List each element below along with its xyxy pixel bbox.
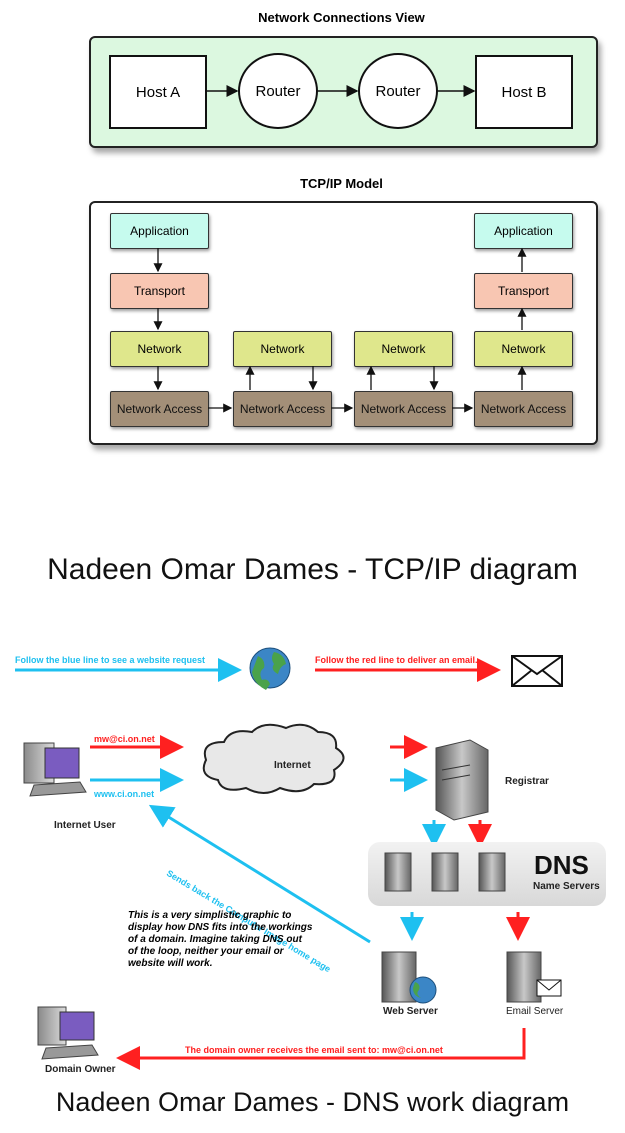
- web-server-label: Web Server: [383, 1006, 438, 1017]
- dns-server-icon-2: [431, 852, 459, 892]
- domain-owner-label: Domain Owner: [45, 1064, 116, 1075]
- router1-network-label: Network: [260, 342, 305, 356]
- router2-network-label: Network: [381, 342, 426, 356]
- globe-icon: [249, 647, 291, 690]
- sends-back-arrow: [148, 804, 371, 944]
- caption-dns: Nadeen Omar Dames - DNS work diagram: [55, 1087, 570, 1117]
- left-network-label: Network: [137, 342, 182, 356]
- owner-receives-text: The domain owner receives the email sent…: [185, 1045, 443, 1055]
- right-network-label: Network: [501, 342, 546, 356]
- left-application-label: Application: [130, 224, 189, 238]
- dns-note: This is a very simplistic graphic to dis…: [128, 910, 313, 969]
- router-1-label: Router: [255, 82, 301, 100]
- dns-subtitle: Name Servers: [533, 881, 600, 892]
- tcp-model-title: TCP/IP Model: [300, 176, 383, 191]
- left-transport-label: Transport: [134, 284, 185, 298]
- email-server-label: Email Server: [506, 1006, 564, 1017]
- right-transport: Transport: [474, 273, 573, 309]
- right-application-label: Application: [494, 224, 553, 238]
- dns-server-icon-3: [478, 852, 506, 892]
- registrar-server-icon: [435, 739, 489, 821]
- host-b-label: Host B: [501, 83, 547, 101]
- router-2-label: Router: [375, 82, 421, 100]
- router1-network-access-label: Network Access: [239, 402, 326, 416]
- blue-instruction-text: Follow the blue line to see a website re…: [15, 655, 206, 665]
- caption-tcp-ip: Nadeen Omar Dames - TCP/IP diagram: [47, 553, 578, 586]
- envelope-icon: [511, 655, 563, 687]
- owner-red-arrow: [116, 1028, 526, 1070]
- dns-servers-overlay: [384, 852, 506, 892]
- right-transport-label: Transport: [498, 284, 549, 298]
- dns-title: DNS: [534, 850, 589, 880]
- right-network-access: Network Access: [474, 391, 573, 427]
- email-server-icon: [506, 951, 562, 1003]
- router2-network-access-label: Network Access: [360, 402, 447, 416]
- internet-user-computer-icon: [23, 742, 87, 797]
- host-a: Host A: [109, 55, 207, 129]
- internet-label: Internet: [274, 760, 311, 771]
- domain-owner-computer-icon: [37, 1006, 99, 1060]
- right-network-access-label: Network Access: [480, 402, 567, 416]
- left-transport: Transport: [110, 273, 209, 309]
- router-1: Router: [238, 53, 318, 129]
- website-label: www.ci.on.net: [94, 789, 155, 799]
- web-server-icon: [381, 951, 437, 1004]
- left-network-access-label: Network Access: [116, 402, 203, 416]
- router1-network-access: Network Access: [233, 391, 332, 427]
- internet-user-label: Internet User: [54, 820, 116, 831]
- router1-network: Network: [233, 331, 332, 367]
- router2-network: Network: [354, 331, 453, 367]
- host-a-label: Host A: [135, 83, 181, 101]
- network-connections-title: Network Connections View: [258, 10, 425, 25]
- right-application: Application: [474, 213, 573, 249]
- dns-graphics: [15, 647, 563, 1070]
- email-address-label: mw@ci.on.net: [94, 734, 155, 744]
- dns-server-icon-1: [384, 852, 412, 892]
- left-application: Application: [110, 213, 209, 249]
- router2-network-access: Network Access: [354, 391, 453, 427]
- left-network: Network: [110, 331, 209, 367]
- tcp-arrows: [153, 247, 527, 413]
- registrar-label: Registrar: [505, 776, 549, 787]
- red-instruction-text: Follow the red line to deliver an email.: [315, 655, 478, 665]
- ncv-arrows: [205, 85, 476, 97]
- host-b: Host B: [475, 55, 573, 129]
- left-network-access: Network Access: [110, 391, 209, 427]
- cloud-icon: [202, 723, 345, 794]
